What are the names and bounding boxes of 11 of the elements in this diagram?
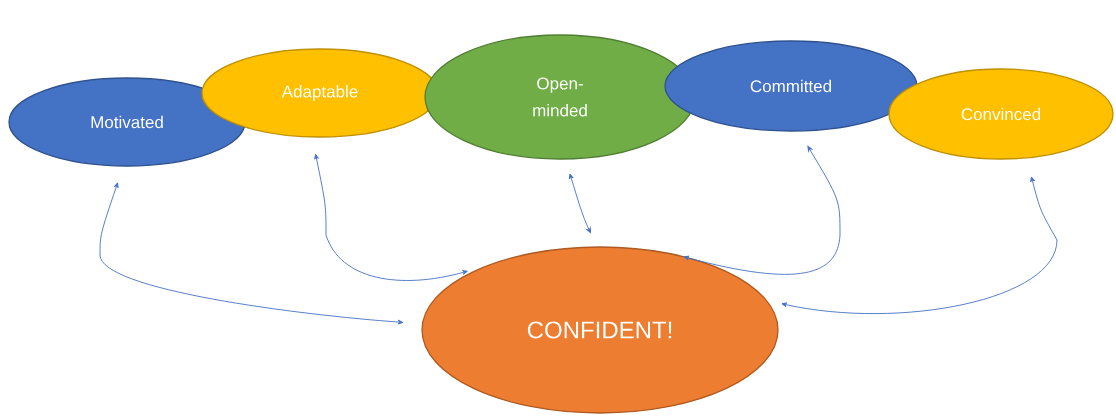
ellipse-node: Committed [664, 40, 918, 132]
double-arrow [569, 173, 591, 234]
double-arrow [99, 182, 404, 325]
double-arrow [781, 176, 1058, 315]
ellipse-node: Adaptable [201, 48, 439, 138]
double-arrow [314, 153, 468, 281]
ellipse-node: CONFIDENT! [421, 246, 779, 414]
ellipse-node: Convinced [888, 68, 1114, 160]
ellipse-node: Motivated [8, 77, 246, 167]
ellipse-node: Open-minded [424, 34, 696, 160]
double-arrow [683, 145, 841, 275]
